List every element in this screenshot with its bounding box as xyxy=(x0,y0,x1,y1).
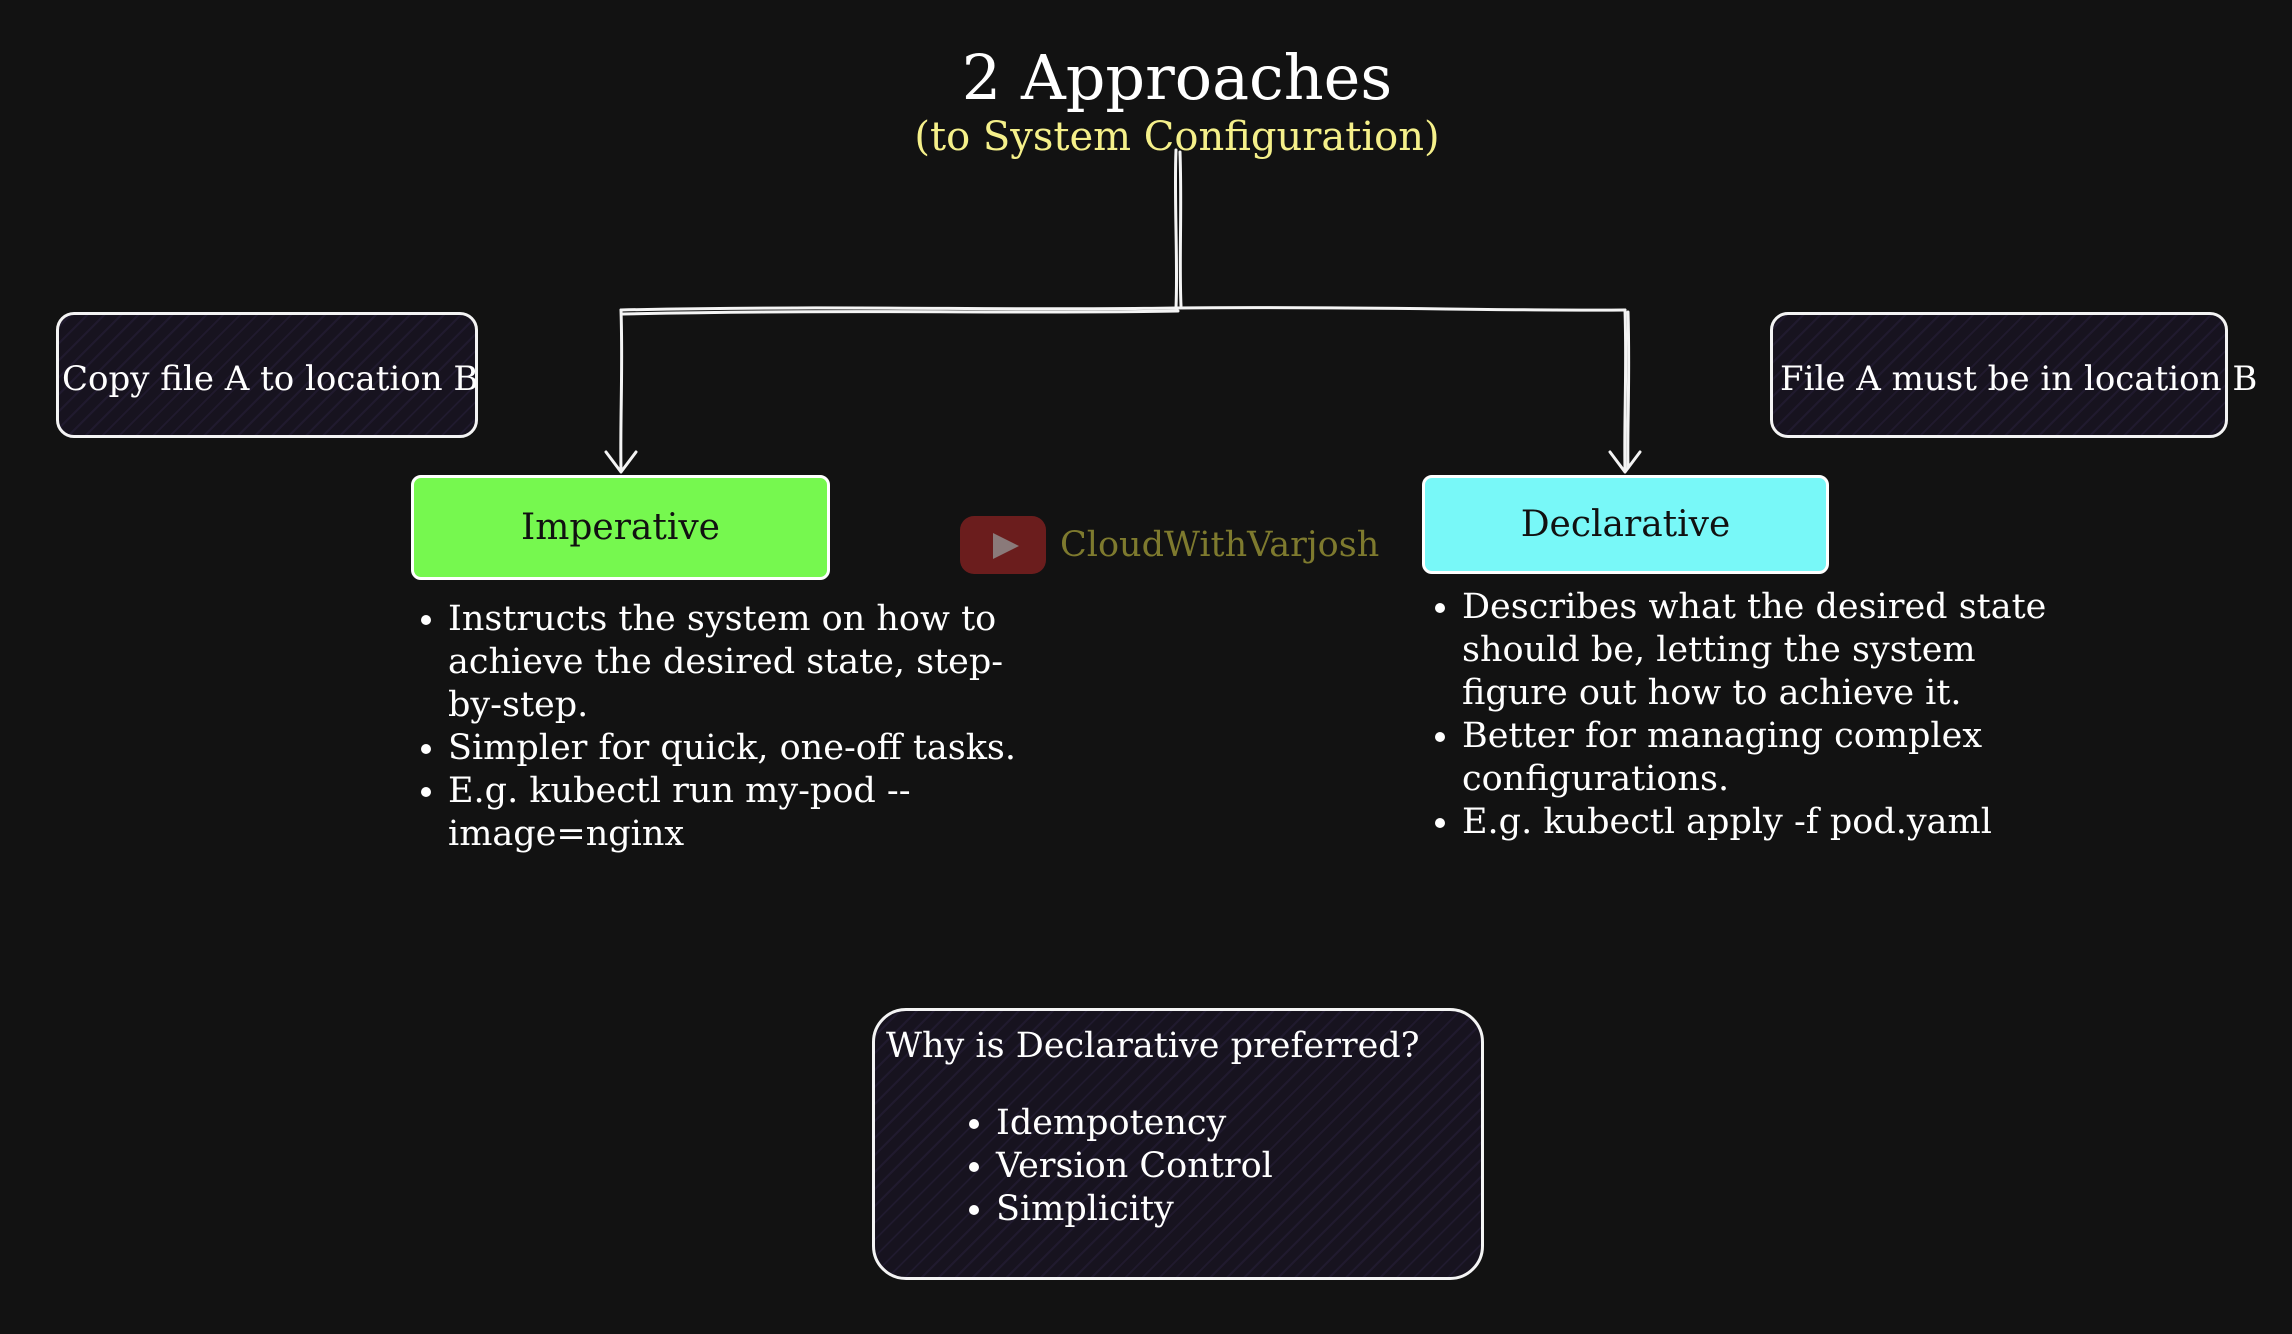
imperative-example-note xyxy=(56,312,478,438)
right-branch-line-sketch xyxy=(1626,310,1631,470)
declarative-point: Describes what the desired state should … xyxy=(1462,586,2072,715)
reason-item: Version Control xyxy=(996,1145,1476,1188)
trunk-line xyxy=(1173,148,1179,310)
trunk-line-sketch xyxy=(1178,150,1183,308)
imperative-box: Imperative xyxy=(411,475,830,580)
reason-item: Simplicity xyxy=(996,1188,1476,1231)
declarative-point: Better for managing complex configuratio… xyxy=(1462,715,2072,801)
brand-watermark: CloudWithVarjosh xyxy=(960,514,1379,576)
left-arrow-head xyxy=(604,450,638,474)
declarative-box: Declarative xyxy=(1422,475,1829,574)
declarative-example-note xyxy=(1770,312,2228,438)
imperative-point: E.g. kubectl run my-pod --image=nginx xyxy=(448,770,1048,856)
declarative-point: E.g. kubectl apply -f pod.yaml xyxy=(1462,801,2072,844)
why-declarative-box xyxy=(872,1008,1484,1280)
why-declarative-title: Why is Declarative preferred? xyxy=(886,1026,1420,1066)
youtube-icon xyxy=(960,516,1046,574)
imperative-example-text: Copy file A to location B xyxy=(62,359,479,399)
imperative-points: Instructs the system on how to achieve t… xyxy=(412,598,1048,856)
imperative-point: Simpler for quick, one-off tasks. xyxy=(448,727,1048,770)
brand-name: CloudWithVarjosh xyxy=(1060,525,1380,565)
right-branch-line xyxy=(1623,308,1628,472)
why-declarative-reasons: Idempotency Version Control Simplicity xyxy=(960,1102,1476,1231)
declarative-label: Declarative xyxy=(1520,504,1731,545)
right-arrow-head xyxy=(1608,450,1642,474)
imperative-label: Imperative xyxy=(520,507,720,548)
imperative-point: Instructs the system on how to achieve t… xyxy=(448,598,1048,727)
diagram-subtitle: (to System Configuration) xyxy=(914,114,1440,160)
left-branch-line xyxy=(619,308,624,472)
declarative-points: Describes what the desired state should … xyxy=(1426,586,2072,844)
reason-item: Idempotency xyxy=(996,1102,1476,1145)
branch-horizontal xyxy=(619,306,1627,312)
branch-horizontal-sketch xyxy=(621,309,1180,316)
declarative-example-text: File A must be in location B xyxy=(1780,359,2258,399)
diagram-title: 2 Approaches xyxy=(961,41,1393,114)
